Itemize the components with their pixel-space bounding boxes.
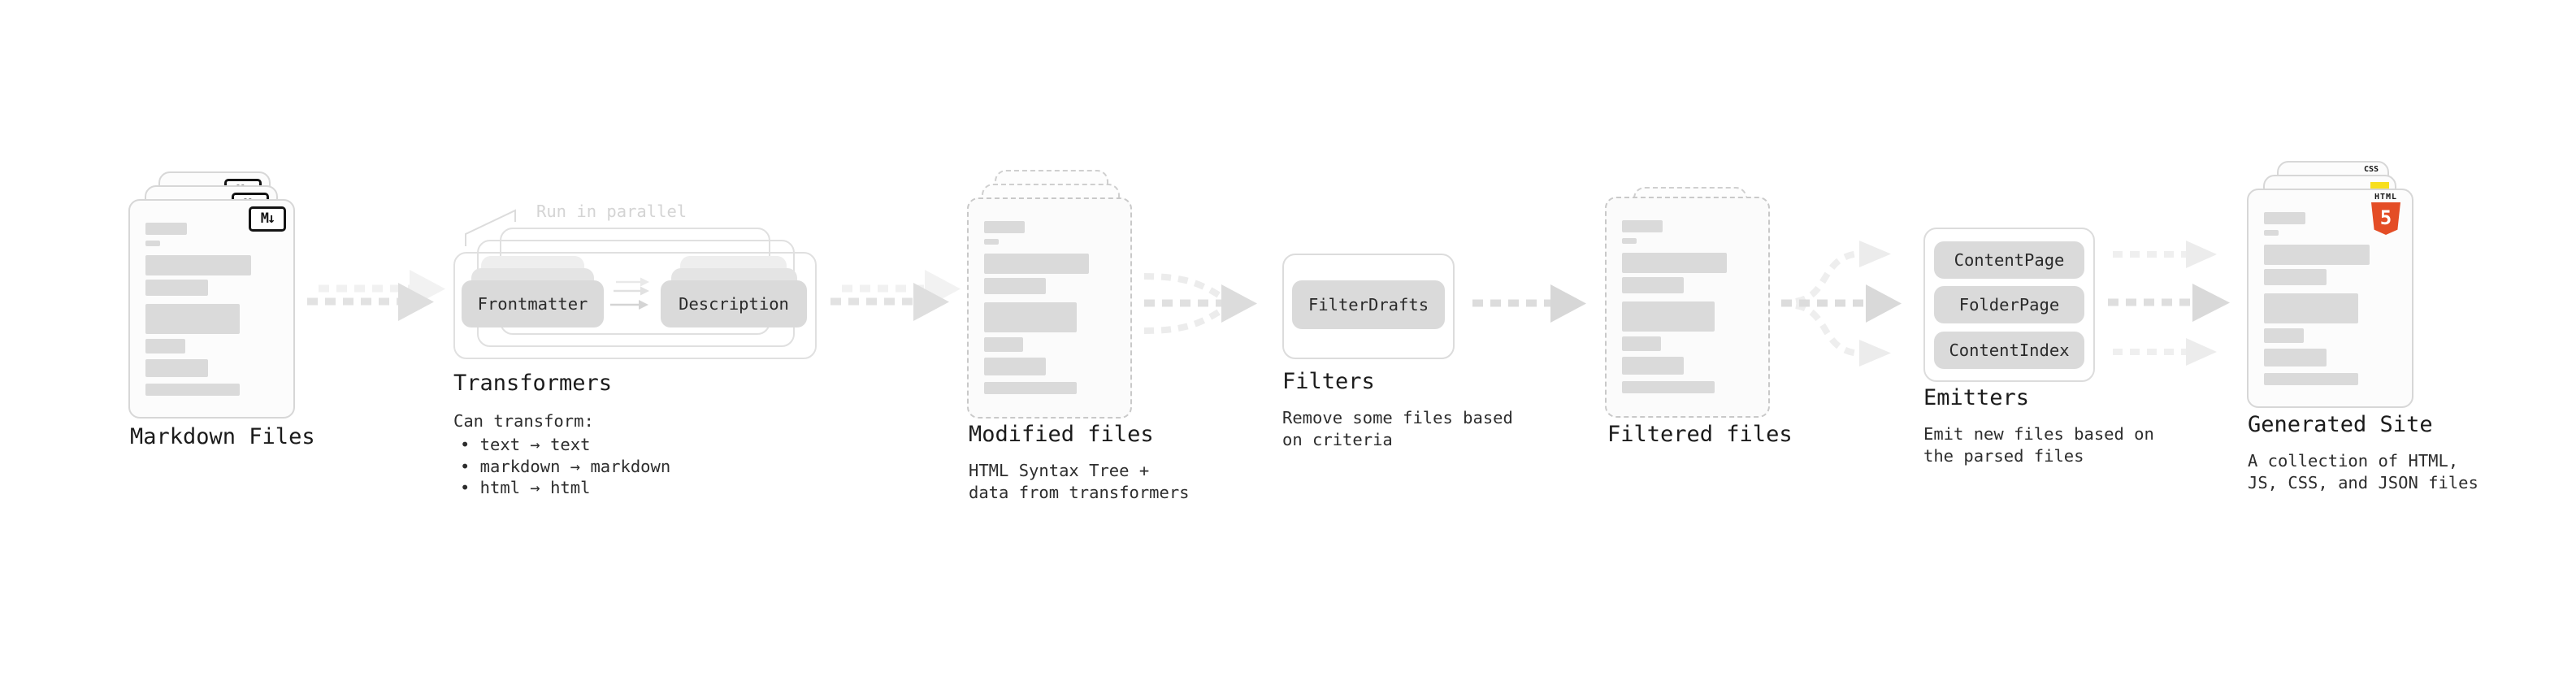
document-text-lines	[130, 201, 293, 396]
text-line-bar	[2264, 328, 2304, 343]
description-line: A collection of HTML,	[2248, 451, 2459, 471]
description-line: on criteria	[1282, 430, 1393, 449]
text-line-bar	[2264, 293, 2358, 323]
emitter-chip-contentindex: ContentIndex	[1934, 332, 2084, 369]
arrow-filtered-to-emitters	[1781, 241, 1902, 367]
stage-title-filtered-files: Filtered files	[1607, 422, 1793, 447]
modified-files-description: HTML Syntax Tree + data from transformer…	[969, 460, 1190, 504]
run-in-parallel-annotation: Run in parallel	[536, 202, 687, 221]
description-line: data from transformers	[969, 483, 1190, 502]
text-line-bar	[984, 221, 1025, 233]
markdown-icon: M↓	[249, 206, 286, 232]
description-line: the parsed files	[1923, 446, 2084, 466]
document-card-front	[1605, 197, 1770, 418]
text-line-bar	[145, 384, 240, 396]
description-chip: Description	[661, 280, 807, 327]
text-line-bar	[1622, 238, 1637, 244]
filtered-files-stack	[1605, 187, 1804, 423]
document-card-front: HTML 5	[2247, 189, 2413, 408]
text-line-bar	[984, 278, 1046, 294]
description-line: Emit new files based on	[1923, 424, 2154, 444]
text-line-bar	[1622, 301, 1715, 332]
text-line-bar	[2264, 212, 2305, 224]
html5-icon: HTML 5	[2369, 193, 2403, 235]
emitters-description: Emit new files based on the parsed files	[1923, 423, 2154, 467]
text-line-bar	[1622, 336, 1662, 351]
text-line-bar	[1622, 381, 1715, 393]
document-card-front: M↓	[128, 199, 295, 419]
generated-site-description: A collection of HTML, JS, CSS, and JSON …	[2248, 450, 2478, 494]
text-line-bar	[1622, 253, 1727, 273]
markdown-icon-label: M↓	[260, 210, 276, 227]
document-text-lines	[969, 199, 1130, 394]
text-line-bar	[145, 339, 185, 354]
annotation-leader-line	[465, 209, 516, 246]
text-line-bar	[145, 255, 252, 275]
frontmatter-chip: Frontmatter	[462, 280, 604, 327]
text-line-bar	[984, 358, 1046, 375]
text-line-bar	[1622, 357, 1684, 375]
text-line-bar	[984, 382, 1078, 394]
arrow-emitters-to-generated	[2108, 241, 2230, 366]
arrow-transformers-to-modified	[830, 270, 961, 321]
description-line: HTML Syntax Tree +	[969, 461, 1150, 480]
text-line-bar	[1622, 220, 1663, 232]
arrow-markdown-to-transformers	[307, 270, 445, 321]
html5-icon-shield: 5	[2371, 202, 2400, 235]
bullet-item: • markdown → markdown	[460, 456, 671, 476]
filterdrafts-chip: FilterDrafts	[1292, 280, 1445, 329]
description-line: Remove some files based	[1282, 408, 1513, 427]
document-card-front	[967, 197, 1132, 419]
text-line-bar	[2264, 349, 2327, 367]
description-line: JS, CSS, and JSON files	[2248, 473, 2478, 492]
transformers-note-heading: Can transform:	[453, 410, 594, 432]
text-line-bar	[984, 254, 1089, 274]
text-line-bar	[984, 239, 999, 245]
html5-icon-label: HTML	[2374, 193, 2398, 202]
document-text-lines	[1607, 198, 1768, 393]
emitter-chip-contentpage: ContentPage	[1934, 241, 2084, 279]
text-line-bar	[145, 241, 160, 246]
bullet-item: • html → html	[460, 478, 591, 497]
generated-site-stack: CSS HTML 5	[2247, 161, 2446, 413]
parallel-run-arrows	[610, 277, 649, 310]
filters-description: Remove some files based on criteria	[1282, 407, 1513, 451]
note-heading-line: Can transform:	[453, 411, 594, 431]
stage-title-markdown-files: Markdown Files	[130, 424, 315, 449]
text-line-bar	[145, 223, 187, 235]
modified-files-stack	[967, 170, 1166, 422]
markdown-files-stack: M↓ M↓ M↓	[128, 171, 327, 420]
stage-title-generated-site: Generated Site	[2248, 412, 2433, 437]
text-line-bar	[145, 359, 208, 377]
text-line-bar	[1622, 277, 1684, 293]
text-line-bar	[145, 280, 208, 296]
bullet-item: • text → text	[460, 435, 591, 454]
transformers-bullet-list: • text → text • markdown → markdown • ht…	[460, 434, 670, 499]
emitter-chip-folderpage: FolderPage	[1934, 286, 2084, 323]
stage-title-modified-files: Modified files	[969, 422, 1154, 447]
text-line-bar	[2264, 269, 2327, 285]
stage-title-emitters: Emitters	[1923, 385, 2030, 410]
text-line-bar	[2264, 245, 2370, 265]
stage-title-filters: Filters	[1282, 369, 1375, 394]
arrow-filters-to-filtered	[1472, 284, 1586, 323]
text-line-bar	[2264, 230, 2279, 236]
text-line-bar	[145, 304, 240, 334]
arrow-modified-to-filters	[1143, 273, 1257, 334]
transformer-frame-front	[453, 252, 817, 359]
stage-title-transformers: Transformers	[453, 371, 613, 396]
text-line-bar	[984, 302, 1078, 332]
text-line-bar	[984, 337, 1024, 352]
document-text-lines	[2249, 190, 2412, 385]
text-line-bar	[2264, 373, 2358, 385]
css-icon-label: CSS	[2363, 165, 2379, 174]
